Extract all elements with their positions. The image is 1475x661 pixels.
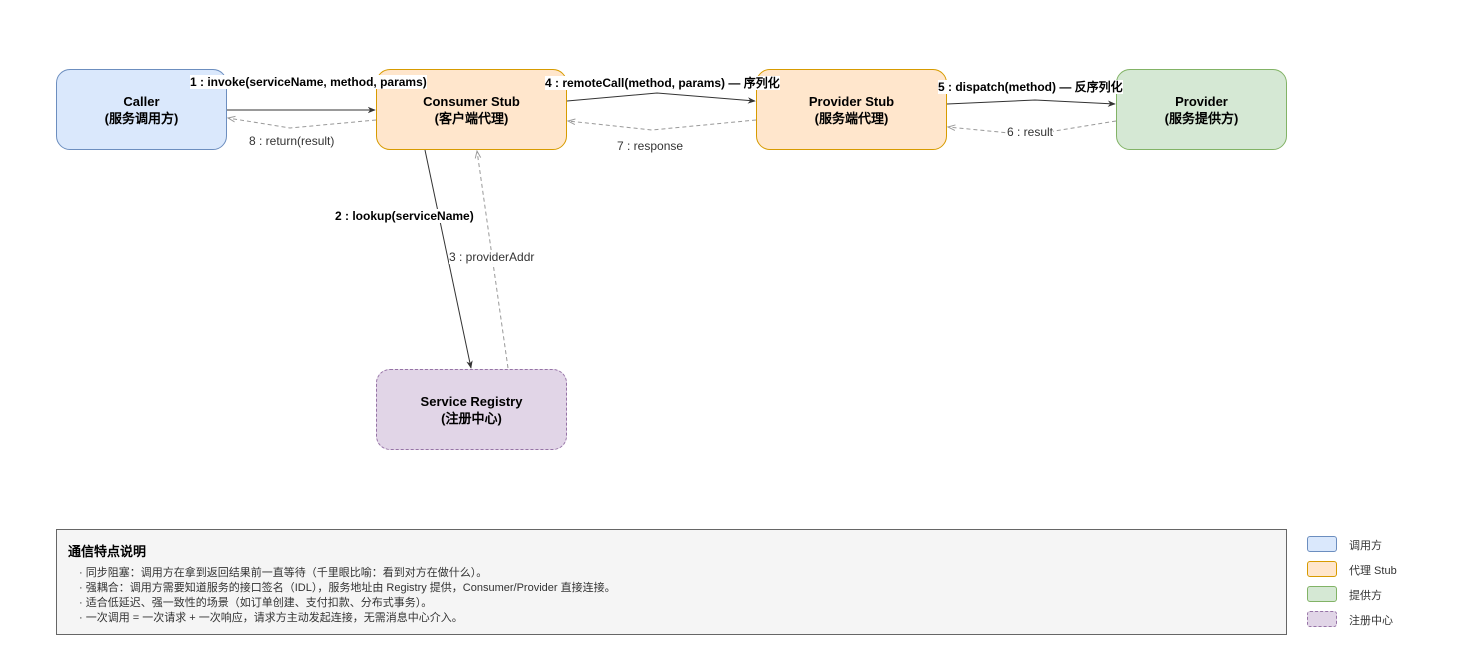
provider-subtitle: (服务提供方) xyxy=(1164,110,1239,126)
legend-swatch xyxy=(1307,611,1337,627)
consumer-stub-subtitle: (客户端代理) xyxy=(434,110,509,126)
edge-5-dispatch xyxy=(946,99,1116,107)
legend-swatch xyxy=(1307,561,1337,577)
service-registry-subtitle: (注册中心) xyxy=(441,410,502,426)
legend-label: 代理 Stub xyxy=(1349,565,1397,577)
provider-title: Provider xyxy=(1175,93,1228,109)
provider-node[interactable]: Provider (服务提供方) xyxy=(1116,69,1287,150)
provider-stub-title: Provider Stub xyxy=(808,93,895,109)
notes-item: · 一次调用 = 一次请求 + 一次响应，请求方主动发起连接，无需消息中心介入。 xyxy=(79,612,463,624)
edge-2-lookup xyxy=(424,149,473,369)
notes-item: · 强耦合：调用方需要知道服务的接口签名（IDL），服务地址由 Registry… xyxy=(79,582,616,594)
legend-label: 提供方 xyxy=(1349,590,1382,602)
legend-label: 调用方 xyxy=(1349,540,1382,552)
notes-list: · 同步阻塞：调用方在拿到返回结果前一直等待（千里眼比喻：看到对方在做什么）。 … xyxy=(79,566,616,626)
provider-stub-node[interactable]: Provider Stub (服务端代理) xyxy=(756,69,947,150)
edge-6-label: 6 : result xyxy=(1007,125,1054,139)
edge-4-label: 4 : remoteCall(method, params) — 序列化 xyxy=(545,76,780,90)
edge-4-remote-call xyxy=(566,92,756,104)
notes-panel: 通信特点说明 · 同步阻塞：调用方在拿到返回结果前一直等待（千里眼比喻：看到对方… xyxy=(56,529,1287,635)
edge-3-provider-addr xyxy=(477,151,509,369)
service-registry-title: Service Registry xyxy=(420,393,523,409)
edge-8-return xyxy=(228,118,377,129)
service-registry-node[interactable]: Service Registry (注册中心) xyxy=(376,369,567,450)
notes-item: · 同步阻塞：调用方在拿到返回结果前一直等待（千里眼比喻：看到对方在做什么）。 xyxy=(79,567,488,579)
caller-subtitle: (服务调用方) xyxy=(104,110,179,126)
caller-title: Caller xyxy=(123,93,160,109)
edge-5-label: 5 : dispatch(method) — 反序列化 xyxy=(938,80,1123,94)
legend-label: 注册中心 xyxy=(1349,615,1393,627)
notes-item: · 适合低延迟、强一致性的场景（如订单创建、支付扣款、分布式事务）。 xyxy=(79,597,433,609)
notes-title: 通信特点说明 xyxy=(68,544,147,559)
edge-3-label: 3 : providerAddr xyxy=(449,250,535,264)
legend-swatch xyxy=(1307,586,1337,602)
edge-7-response xyxy=(568,120,757,131)
provider-stub-subtitle: (服务端代理) xyxy=(814,110,889,126)
edge-2-label: 2 : lookup(serviceName) xyxy=(335,209,474,223)
edge-7-label: 7 : response xyxy=(617,139,684,153)
edge-1-label: 1 : invoke(serviceName, method, params) xyxy=(190,75,427,89)
legend-swatch xyxy=(1307,536,1337,552)
consumer-stub-title: Consumer Stub xyxy=(423,93,520,109)
edge-8-label: 8 : return(result) xyxy=(249,134,335,148)
